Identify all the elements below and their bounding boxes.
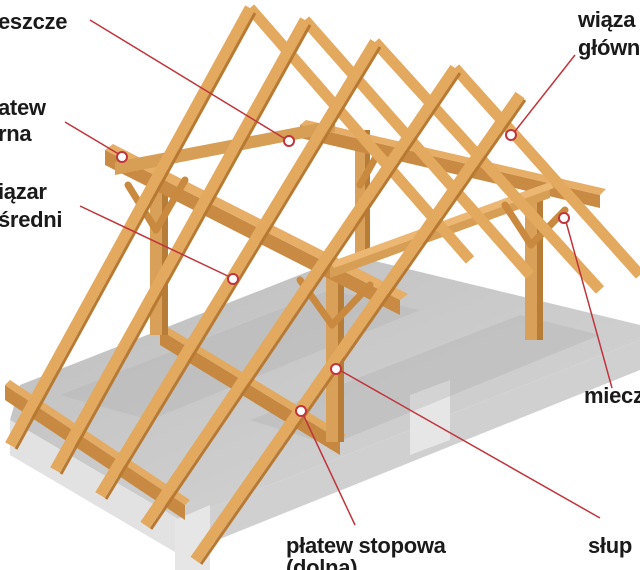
label-miecz: miecz bbox=[584, 383, 640, 408]
leader-miecz bbox=[564, 217, 613, 389]
label-platew-stopowa-line1: płatew stopowa bbox=[286, 533, 446, 558]
label-platew-srodkowa-line2: rna bbox=[0, 121, 32, 146]
leader-lines bbox=[64, 19, 613, 526]
concrete-slab bbox=[10, 255, 640, 570]
label-wiazar-posredni-line1: iązar bbox=[0, 179, 47, 204]
label-wiazar-glowny-line1: wiąza bbox=[578, 7, 636, 32]
leader-wiazar-posredni bbox=[79, 205, 233, 279]
leader-platew-srodkowa bbox=[64, 121, 123, 157]
leader-platew-stopowa bbox=[301, 411, 356, 526]
leader-points bbox=[116, 129, 570, 417]
rafters bbox=[5, 4, 640, 565]
front-wall-plate bbox=[5, 380, 190, 520]
leader-kleszcze bbox=[89, 19, 288, 141]
leader-wiazar-glowny bbox=[511, 54, 576, 136]
point-wiazar-glowny bbox=[505, 129, 517, 141]
point-kleszcze bbox=[283, 135, 295, 147]
label-platew-stopowa-line2: (dolna) bbox=[286, 555, 358, 570]
leader-slup bbox=[335, 367, 601, 519]
point-platew-srodkowa bbox=[116, 151, 128, 163]
label-wiazar-glowny-line2: główn bbox=[578, 35, 640, 60]
label-slup: słup bbox=[588, 533, 633, 558]
label-wiazar-posredni-line2: średni bbox=[0, 207, 63, 232]
point-wiazar-posredni bbox=[227, 273, 239, 285]
point-slup bbox=[330, 363, 342, 375]
point-platew-stopowa bbox=[295, 405, 307, 417]
label-platew-srodkowa-line1: atew bbox=[0, 95, 46, 120]
label-kleszcze: eszcze bbox=[0, 9, 68, 34]
point-miecz bbox=[558, 212, 570, 224]
